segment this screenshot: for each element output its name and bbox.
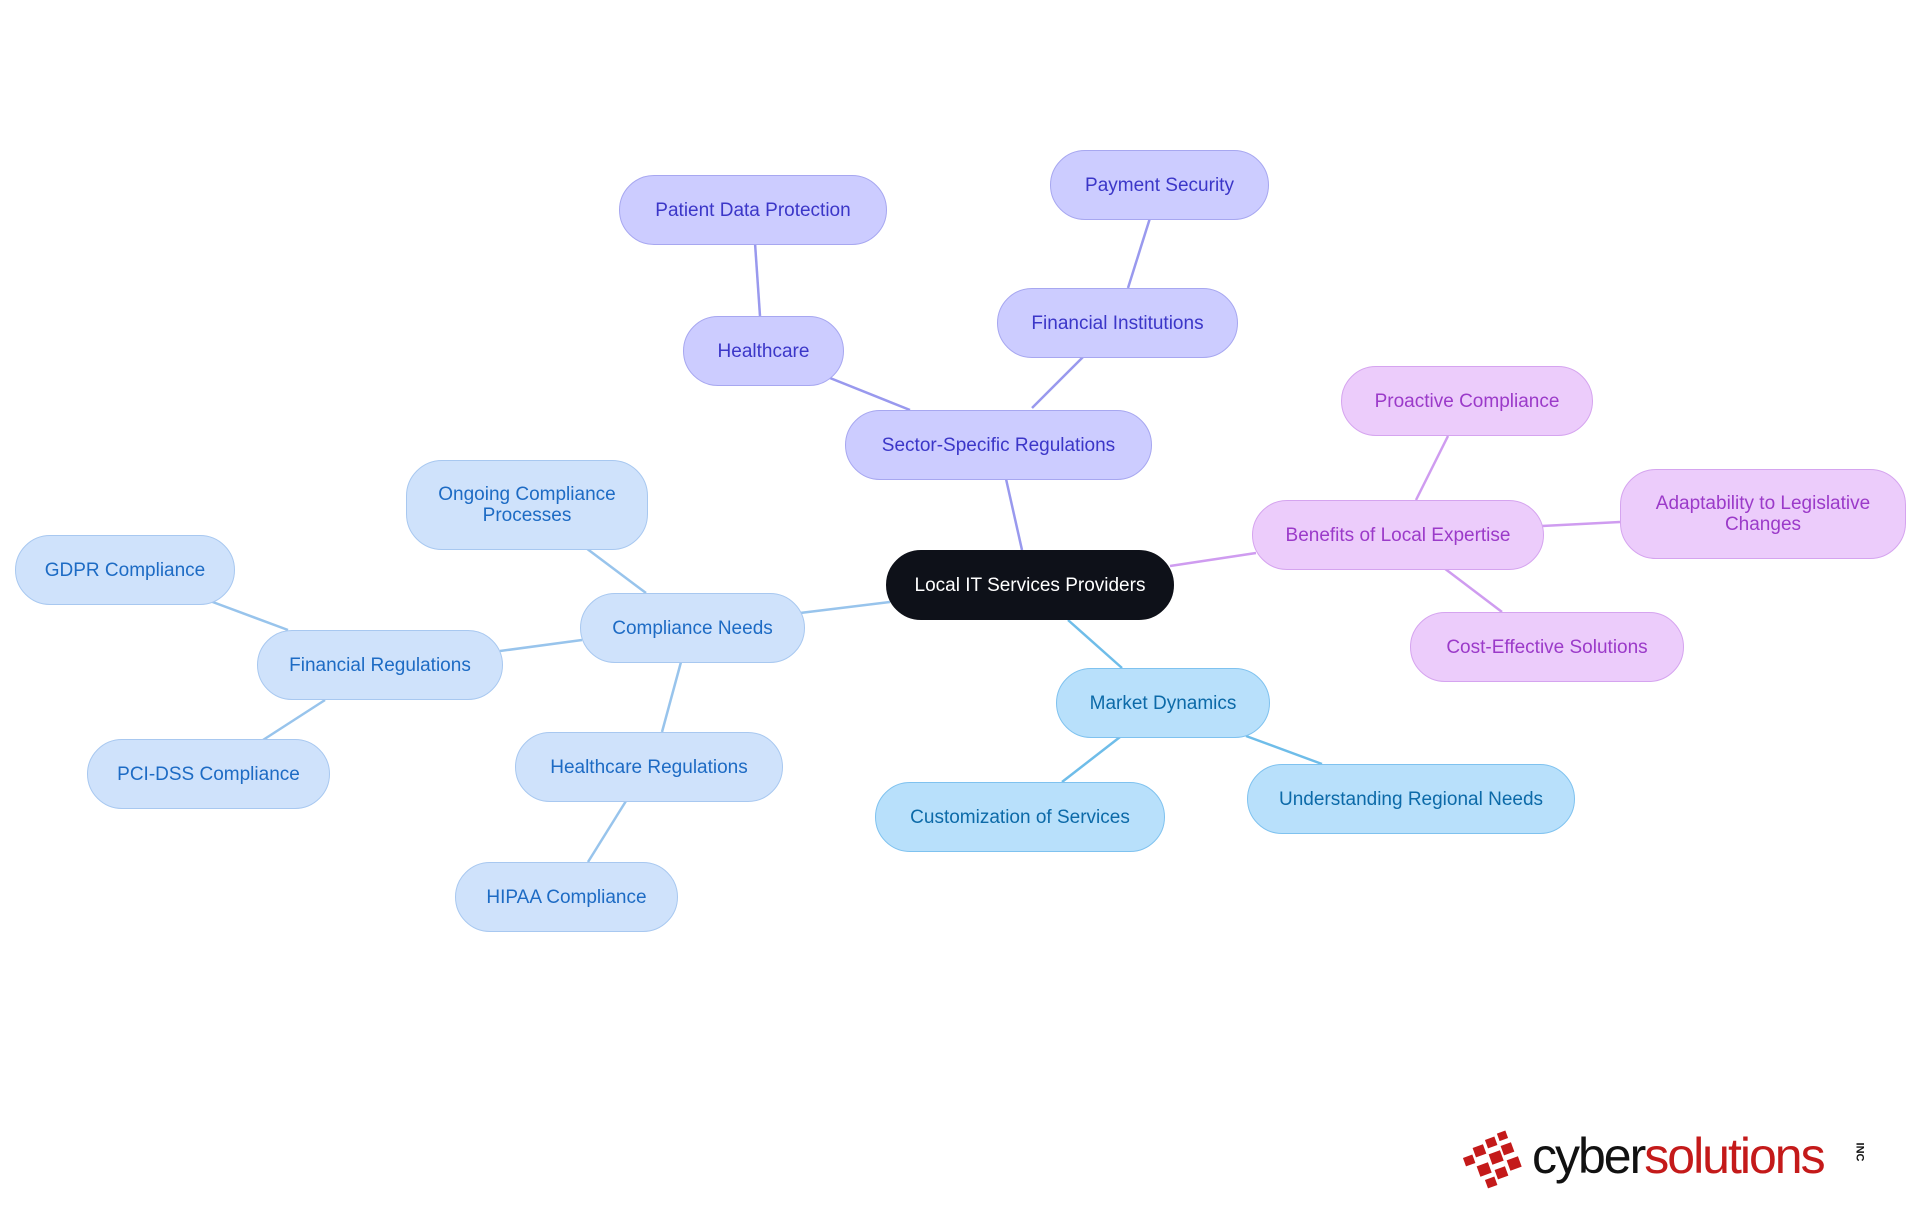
node-customization-of-services: Customization of Services (875, 782, 1165, 852)
logo-inc: INC (1853, 1142, 1866, 1162)
edge-financialreg-pcidss (262, 698, 326, 742)
edge-benefits-adaptability (1541, 520, 1621, 528)
edge-financialreg-gdpr (209, 599, 289, 632)
edge-root-compliance (799, 600, 891, 615)
edge-benefits-proactive (1414, 435, 1450, 501)
node-pci-dss-compliance: PCI-DSS Compliance (87, 739, 330, 809)
edge-benefits-costeffective (1443, 567, 1503, 613)
node-gdpr-compliance: GDPR Compliance (15, 535, 235, 605)
node-benefits-of-local-expertise: Benefits of Local Expertise (1252, 500, 1544, 570)
node-adaptability-to-legislative-changes: Adaptability to Legislative Changes (1620, 469, 1906, 559)
node-healthcare-regulations: Healthcare Regulations (515, 732, 783, 802)
node-payment-security: Payment Security (1050, 150, 1269, 220)
node-market-dynamics: Market Dynamics (1056, 668, 1270, 738)
edge-market-regional (1245, 734, 1323, 766)
edge-financial-payment (1126, 217, 1152, 289)
node-patient-data-protection: Patient Data Protection (619, 175, 887, 245)
edge-compliance-ongoing (585, 547, 647, 594)
root-node: Local IT Services Providers (886, 550, 1174, 620)
node-understanding-regional-needs: Understanding Regional Needs (1247, 764, 1575, 834)
node-financial-institutions: Financial Institutions (997, 288, 1238, 358)
edge-compliance-financialreg (499, 638, 583, 653)
edge-root-sector (1002, 469, 1024, 551)
logo-mark-icon (1462, 1130, 1522, 1189)
cybersolutions-logo: cybersolutions INC (1462, 1120, 1882, 1192)
edge-sector-financial (1031, 355, 1085, 409)
node-proactive-compliance: Proactive Compliance (1341, 366, 1593, 436)
node-cost-effective-solutions: Cost-Effective Solutions (1410, 612, 1684, 682)
edge-healthcarereg-hipaa (586, 800, 628, 863)
node-healthcare: Healthcare (683, 316, 844, 386)
logo-word-solutions: solutions (1644, 1128, 1825, 1184)
node-ongoing-compliance-processes: Ongoing Compliance Processes (406, 460, 648, 550)
edge-compliance-healthcarereg (660, 661, 683, 733)
node-compliance-needs: Compliance Needs (580, 593, 805, 663)
logo-wordmark: cybersolutions (1532, 1126, 1826, 1186)
edge-sector-healthcare (829, 376, 911, 412)
node-sector-specific-regulations: Sector-Specific Regulations (845, 410, 1152, 480)
edge-root-benefits (1169, 551, 1257, 568)
node-financial-regulations: Financial Regulations (257, 630, 503, 700)
node-hipaa-compliance: HIPAA Compliance (455, 862, 678, 932)
edge-healthcare-patient (753, 242, 762, 317)
edge-market-customization (1061, 736, 1121, 783)
edge-root-market (1067, 619, 1123, 669)
logo-word-cyber: cyber (1532, 1128, 1646, 1184)
